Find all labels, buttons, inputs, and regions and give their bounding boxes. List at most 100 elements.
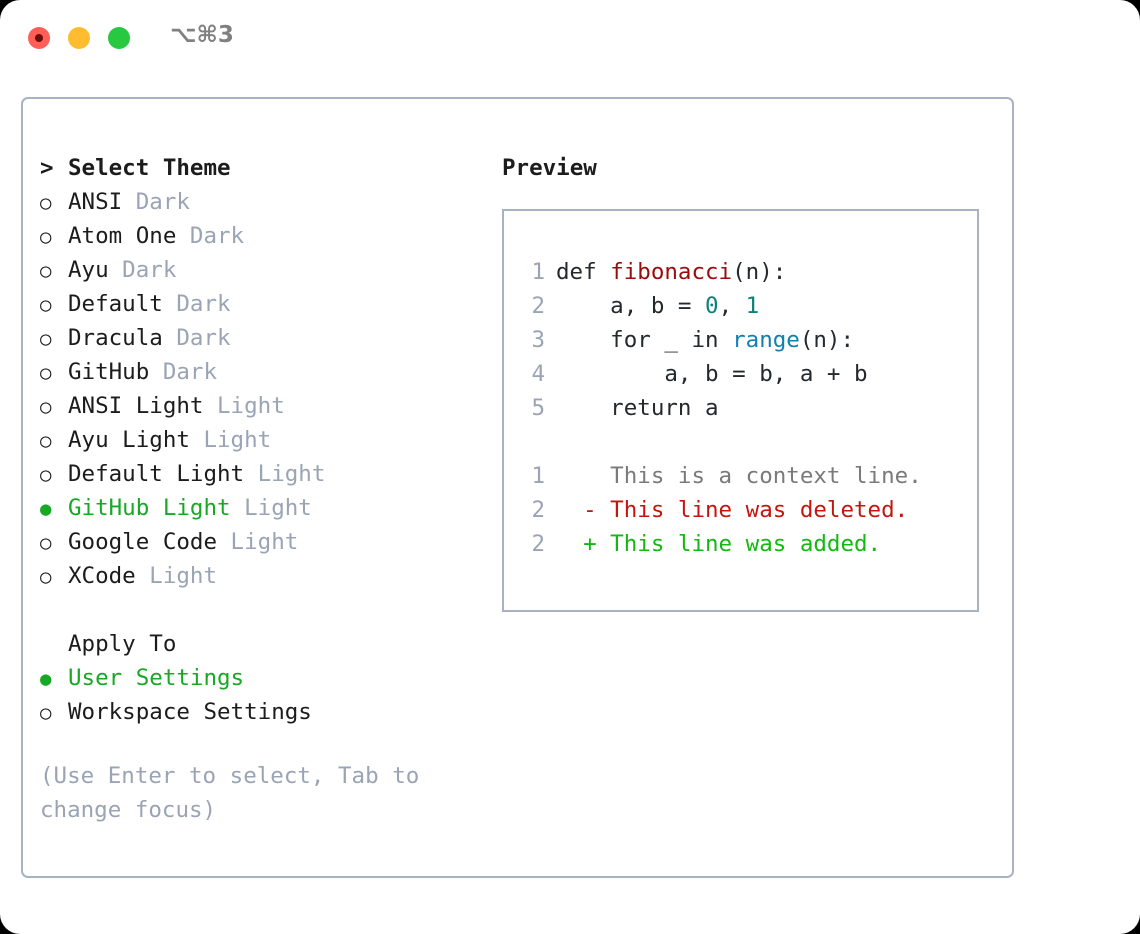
diff-line-text: + This line was added. <box>556 531 882 557</box>
theme-item-9-label: GitHub Light <box>68 495 231 521</box>
radio-empty-icon <box>40 559 68 594</box>
theme-picker-column: Select ThemeANSI DarkAtom One DarkAyu Da… <box>40 151 460 827</box>
line-number: 1 <box>531 259 545 285</box>
theme-item-0[interactable]: ANSI Dark <box>40 185 460 219</box>
theme-item-2-tag: Dark <box>108 257 177 283</box>
theme-item-6-tag: Light <box>203 393 285 419</box>
apply-to-item-0[interactable]: User Settings <box>40 661 460 695</box>
code-spacer <box>504 425 977 459</box>
keyboard-shortcut-label: ⌥⌘3 <box>170 22 234 48</box>
diff-line-number: 2 <box>531 497 545 523</box>
main-panel: Select ThemeANSI DarkAtom One DarkAyu Da… <box>21 97 1014 878</box>
radio-empty-icon <box>40 355 68 390</box>
code-line: 3 for _ in range(n): <box>504 323 977 357</box>
diff-line-text: - This line was deleted. <box>556 497 909 523</box>
line-number: 4 <box>531 361 545 387</box>
diff-line-number: 1 <box>531 463 545 489</box>
theme-item-11[interactable]: XCode Light <box>40 559 460 593</box>
radio-selected-icon <box>40 491 68 526</box>
theme-item-4[interactable]: Dracula Dark <box>40 321 460 355</box>
code-token: a, b = <box>556 293 706 319</box>
diff-line: 1 This is a context line. <box>504 459 977 493</box>
theme-item-3[interactable]: Default Dark <box>40 287 460 321</box>
keyboard-hint-text: (Use Enter to select, Tab to change focu… <box>40 763 420 823</box>
maximize-window-button[interactable] <box>108 27 130 49</box>
apply-to-item-1-label: Workspace Settings <box>68 699 312 725</box>
code-token: (n): <box>799 327 855 353</box>
apply-to-list: Apply To User SettingsWorkspace Settings <box>40 593 460 729</box>
apply-to-item-1[interactable]: Workspace Settings <box>40 695 460 729</box>
title-bar: ⌥⌘3 <box>0 0 1140 76</box>
theme-item-11-label: XCode <box>68 563 136 589</box>
diff-sample: 1 This is a context line.2 - This line w… <box>504 459 977 561</box>
code-token: (n): <box>732 259 787 285</box>
close-window-button[interactable] <box>28 27 50 49</box>
theme-item-1-tag: Dark <box>176 223 245 249</box>
theme-item-9-tag: Light <box>230 495 312 521</box>
line-number: 3 <box>531 327 545 353</box>
theme-item-7[interactable]: Ayu Light Light <box>40 423 460 457</box>
theme-item-5-tag: Dark <box>149 359 218 385</box>
diff-line: 2 - This line was deleted. <box>504 493 977 527</box>
theme-item-0-tag: Dark <box>122 189 190 215</box>
apply-to-item-0-label: User Settings <box>68 665 245 691</box>
theme-item-1[interactable]: Atom One Dark <box>40 219 460 253</box>
apply-to-header-label: Apply To <box>68 631 177 657</box>
diff-line-number: 2 <box>531 531 545 557</box>
theme-item-7-tag: Light <box>189 427 272 453</box>
theme-item-3-tag: Dark <box>162 291 231 317</box>
code-token: 0 <box>705 293 719 319</box>
theme-item-10[interactable]: Google Code Light <box>40 525 460 559</box>
theme-item-0-label: ANSI <box>68 189 123 215</box>
radio-empty-icon <box>40 423 68 458</box>
code-token: 1 <box>745 293 760 319</box>
theme-item-11-tag: Light <box>135 563 218 589</box>
radio-empty-icon <box>40 321 68 356</box>
theme-item-6-label: ANSI Light <box>68 393 204 419</box>
radio-empty-icon <box>40 695 68 730</box>
theme-item-9[interactable]: GitHub Light Light <box>40 491 460 525</box>
caret-icon <box>40 151 68 185</box>
line-number: 2 <box>531 293 545 319</box>
radio-empty-icon <box>40 389 68 424</box>
radio-empty-icon <box>40 525 68 560</box>
theme-item-10-label: Google Code <box>68 529 218 555</box>
theme-item-7-label: Ayu Light <box>68 427 190 453</box>
theme-item-4-tag: Dark <box>162 325 231 351</box>
line-number: 5 <box>531 395 545 421</box>
diff-line-text: This is a context line. <box>556 463 922 489</box>
code-token: a, b = b, a + b <box>556 361 868 387</box>
theme-item-1-label: Atom One <box>68 223 177 249</box>
spacer-icon <box>40 627 68 661</box>
code-line: 2 a, b = 0, 1 <box>504 289 977 323</box>
code-token: , <box>718 293 746 319</box>
radio-empty-icon <box>40 457 68 492</box>
code-token: for _ in <box>556 327 733 353</box>
list-spacer <box>40 593 460 627</box>
theme-list: Select ThemeANSI DarkAtom One DarkAyu Da… <box>40 151 460 593</box>
traffic-lights <box>28 27 130 49</box>
theme-item-5[interactable]: GitHub Dark <box>40 355 460 389</box>
theme-item-5-label: GitHub <box>68 359 150 385</box>
theme-item-6[interactable]: ANSI Light Light <box>40 389 460 423</box>
minimize-window-button[interactable] <box>68 27 90 49</box>
diff-line: 2 + This line was added. <box>504 527 977 561</box>
code-line: 4 a, b = b, a + b <box>504 357 977 391</box>
theme-list-header: Select Theme <box>40 151 460 185</box>
apply-to-header[interactable]: Apply To <box>40 627 460 661</box>
theme-item-8-label: Default Light <box>68 461 245 487</box>
radio-empty-icon <box>40 219 68 254</box>
theme-item-3-label: Default <box>68 291 163 317</box>
radio-empty-icon <box>40 185 68 220</box>
theme-item-8[interactable]: Default Light Light <box>40 457 460 491</box>
theme-item-2-label: Ayu <box>68 257 109 283</box>
code-token: return a <box>556 395 719 421</box>
theme-item-2[interactable]: Ayu Dark <box>40 253 460 287</box>
code-token: def <box>556 259 611 285</box>
radio-selected-icon <box>40 661 68 696</box>
